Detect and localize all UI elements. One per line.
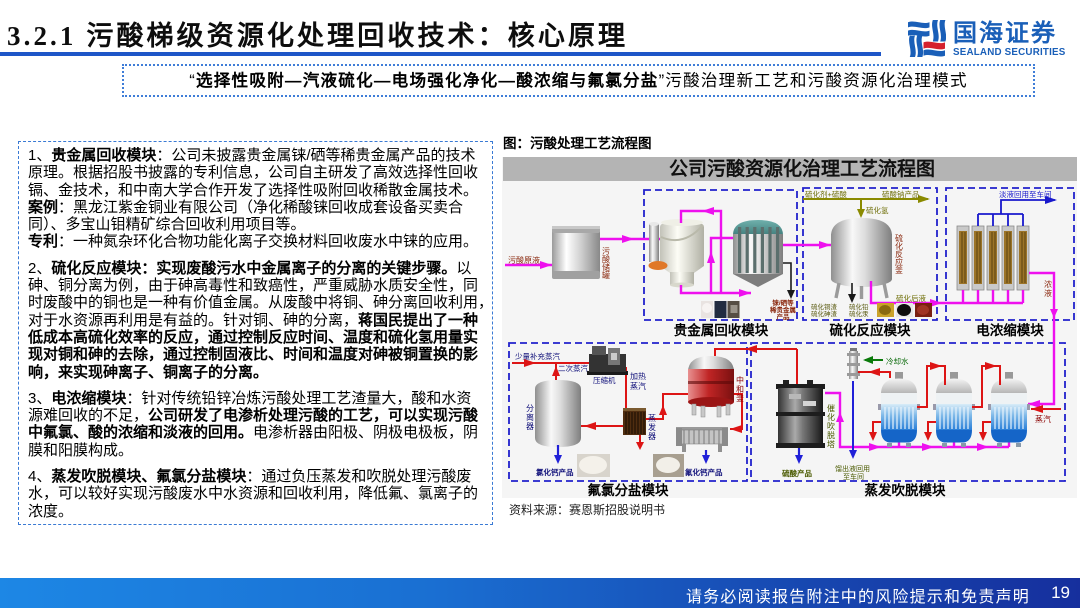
svg-text:至车间: 至车间 [843,472,864,481]
svg-text:硫化反应模块: 硫化反应模块 [830,322,911,338]
svg-text:硫化铜渣: 硫化铜渣 [811,302,838,311]
svg-text:浓: 浓 [1044,280,1052,289]
svg-text:压缩机: 压缩机 [593,375,616,385]
svg-text:中: 中 [736,375,744,385]
svg-text:储: 储 [602,262,610,272]
svg-text:发: 发 [648,422,656,432]
svg-text:硫酸钠产品: 硫酸钠产品 [882,189,920,199]
svg-text:氯化钙产品: 氯化钙产品 [536,467,574,477]
svg-text:公司污酸资源化治理工艺流程图: 公司污酸资源化治理工艺流程图 [669,157,935,180]
svg-text:蒸发吹脱模块: 蒸发吹脱模块 [865,482,946,498]
svg-text:冷却水: 冷却水 [886,356,909,366]
svg-text:分: 分 [526,404,534,413]
svg-text:淡液回用至车间: 淡液回用至车间 [999,189,1052,199]
svg-text:污: 污 [602,246,610,256]
svg-text:硫化砷渣: 硫化砷渣 [811,309,838,318]
svg-text:铼/硒等: 铼/硒等 [771,298,794,307]
svg-text:蒸: 蒸 [648,413,656,423]
svg-text:脱: 脱 [827,430,835,440]
svg-text:器: 器 [526,422,534,431]
svg-text:蒸汽: 蒸汽 [630,381,646,391]
svg-text:贵金属回收模块: 贵金属回收模块 [674,322,769,338]
svg-text:釜: 釜 [895,265,903,275]
svg-text:化: 化 [827,412,835,422]
svg-text:稀贵金属: 稀贵金属 [770,305,796,314]
svg-text:硫化汞: 硫化汞 [849,309,869,318]
svg-text:催: 催 [827,403,835,413]
svg-text:吹: 吹 [827,421,835,431]
svg-text:酸: 酸 [602,254,610,264]
svg-text:污酸原液: 污酸原液 [508,255,540,265]
svg-text:硫化铅: 硫化铅 [849,302,869,311]
svg-text:釜: 釜 [736,393,744,403]
svg-text:反: 反 [895,249,903,259]
svg-text:氟氯分盐模块: 氟氯分盐模块 [588,482,669,498]
svg-text:和: 和 [736,385,744,394]
svg-text:塔: 塔 [827,439,835,449]
svg-text:罐: 罐 [602,270,610,280]
svg-text:电浓缩模块: 电浓缩模块 [976,322,1044,338]
svg-text:产品: 产品 [777,312,791,321]
svg-text:蒸汽: 蒸汽 [1035,414,1051,424]
svg-text:二次蒸汽: 二次蒸汽 [558,363,588,373]
svg-text:硫: 硫 [895,233,903,243]
svg-text:少量补充蒸汽: 少量补充蒸汽 [515,351,560,361]
svg-text:加热: 加热 [630,371,646,381]
svg-text:氟化钙产品: 氟化钙产品 [685,467,723,477]
svg-text:硫酸产品: 硫酸产品 [782,468,812,478]
svg-text:馏出液回用: 馏出液回用 [835,464,870,473]
svg-text:硫化后液: 硫化后液 [896,293,926,303]
svg-text:硫化氢: 硫化氢 [866,205,889,215]
svg-text:液: 液 [1044,288,1052,298]
svg-text:器: 器 [648,432,656,441]
svg-text:应: 应 [895,257,903,267]
svg-text:硫化剂+硫酸: 硫化剂+硫酸 [805,189,847,199]
svg-text:离: 离 [526,412,534,422]
svg-text:化: 化 [895,241,903,251]
